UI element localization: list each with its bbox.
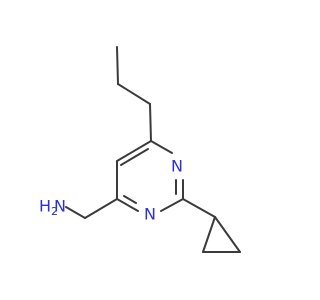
bond-c6-c5-inner [120, 148, 149, 166]
bond-c4-n3 [116, 198, 139, 212]
bond-n1-c6 [150, 140, 173, 154]
bond-c4-n3-inner [123, 195, 137, 204]
aminomethyl-group [65, 198, 118, 219]
molecule-structure-diagram: N N H 2 N [39, 46, 241, 253]
atom-label-amine-h: H [39, 197, 51, 216]
atom-label-n1: N [171, 157, 183, 176]
bond-c6-c5 [116, 140, 152, 162]
bond-c2-cyclopropyl [182, 198, 216, 218]
cyclopropyl-group [182, 198, 241, 253]
bond-c6-propyl-1 [149, 103, 152, 142]
bond-ch2-n [65, 206, 86, 219]
pyrimidine-ring [116, 140, 184, 212]
atom-label-amine-h-count: 2 [51, 205, 58, 218]
atom-label-amine-n: N [54, 197, 66, 216]
bond-cyclopropyl-c [214, 216, 241, 253]
bond-c4-ch2 [84, 198, 118, 219]
bond-propyl-2-3 [116, 46, 119, 85]
atom-label-n3: N [144, 205, 156, 224]
propyl-chain [116, 46, 152, 142]
bond-cyclopropyl-a [202, 216, 216, 253]
bond-propyl-1-2 [117, 83, 151, 105]
amine-label-group: H 2 N [39, 197, 66, 219]
bond-n3-c2 [160, 198, 184, 212]
